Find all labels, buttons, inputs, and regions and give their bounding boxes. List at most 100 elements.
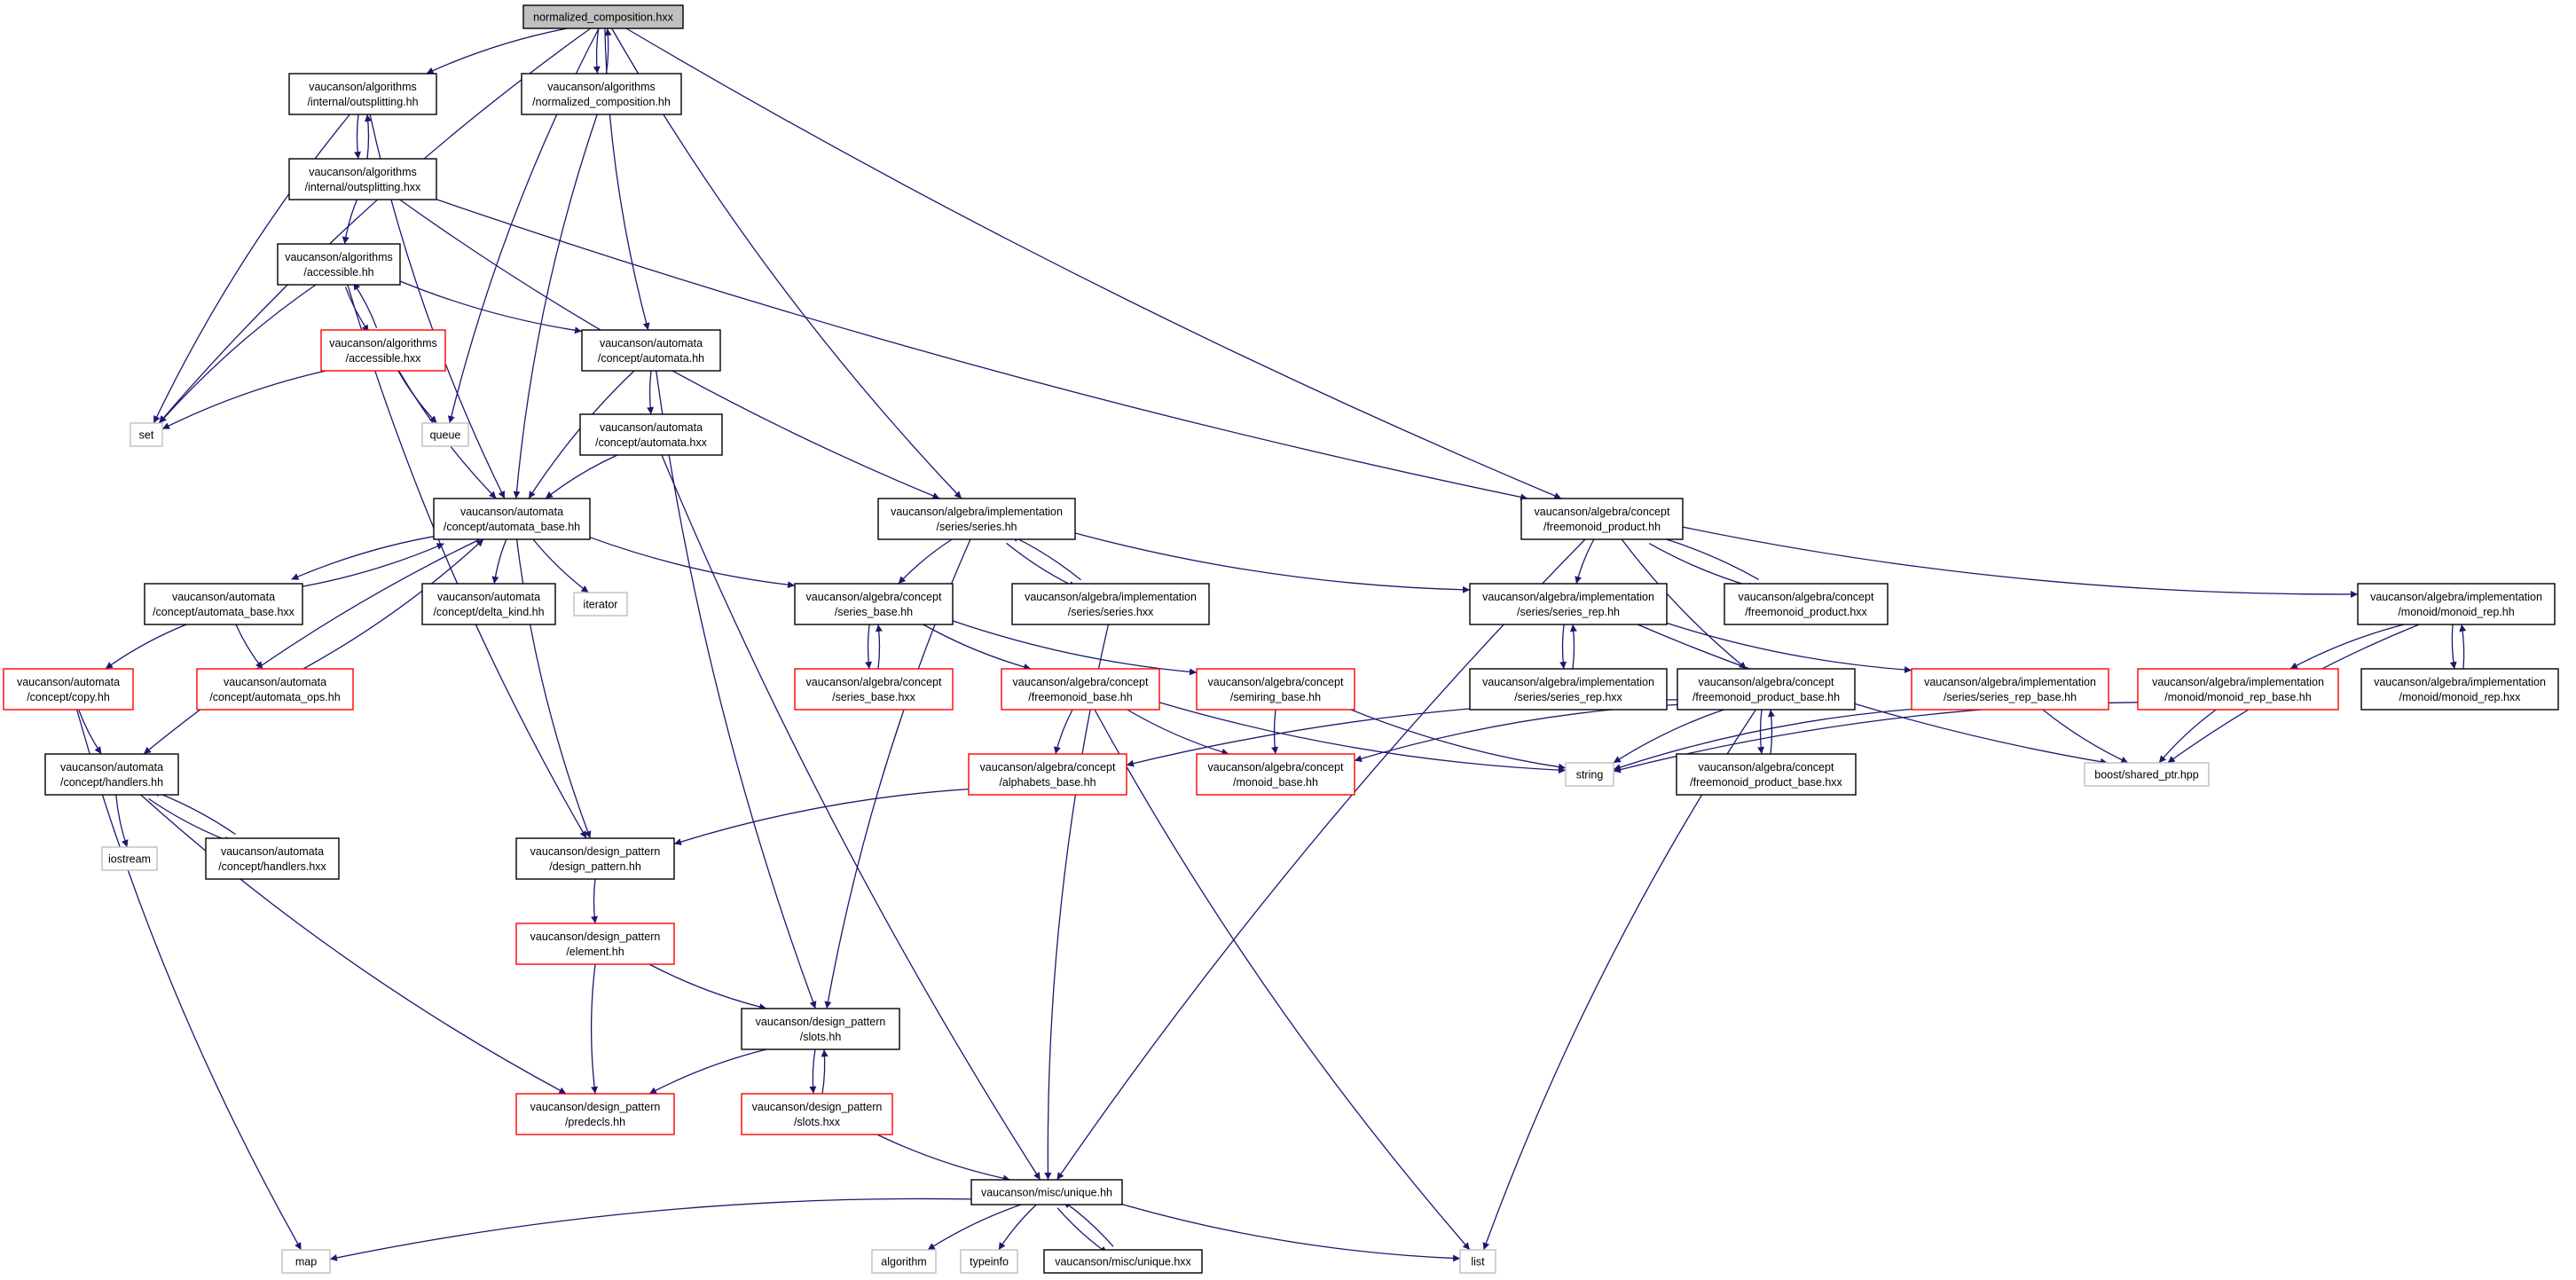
node-series-hh[interactable]: vaucanson/algebra/implementation/series/… <box>877 498 1076 540</box>
node-label: iterator <box>584 599 618 611</box>
node-access-hxx[interactable]: vaucanson/algorithms/accessible.hxx <box>320 329 446 372</box>
node-monoid-base-hh[interactable]: vaucanson/algebra/concept/monoid_base.hh <box>1196 753 1355 796</box>
edge-line <box>952 620 1198 676</box>
node-freemonoid-product-hxx[interactable]: vaucanson/algebra/concept/freemonoid_pro… <box>1724 583 1889 625</box>
node-monoid-rep-hxx[interactable]: vaucanson/algebra/implementation/monoid/… <box>2360 668 2559 711</box>
edge-line <box>2042 709 2129 764</box>
node-box <box>515 837 675 880</box>
edge-access_hh-to-set <box>159 284 317 424</box>
node-map[interactable]: map <box>281 1249 331 1274</box>
node-iterator[interactable]: iterator <box>573 592 628 616</box>
node-handlers-hxx[interactable]: vaucanson/automata/concept/handlers.hxx <box>205 837 340 880</box>
node-freemonoid-base-hh[interactable]: vaucanson/algebra/concept/freemonoid_bas… <box>1001 668 1160 711</box>
edge-line <box>1271 709 1279 755</box>
node-outsplit-hh[interactable]: vaucanson/algorithms/internal/outsplitti… <box>288 73 437 115</box>
node-label: vaucanson/automata <box>600 421 703 434</box>
edge-semiring_base_hh-to-monoid_base_hh <box>1271 709 1279 755</box>
node-unique-hh[interactable]: vaucanson/misc/unique.hh <box>970 1179 1123 1205</box>
node-access-hh[interactable]: vaucanson/algorithms/accessible.hh <box>277 243 401 286</box>
edge-line <box>2158 709 2217 764</box>
node-slots-hxx[interactable]: vaucanson/design_pattern/slots.hxx <box>741 1093 893 1135</box>
node-label: /slots.hh <box>800 1031 842 1043</box>
node-series-rep-base-hh[interactable]: vaucanson/algebra/implementation/series/… <box>1911 668 2109 711</box>
edge-line <box>344 287 370 333</box>
node-set[interactable]: set <box>130 422 163 447</box>
node-box <box>581 329 721 372</box>
node-root[interactable]: normalized_composition.hxx <box>522 4 684 29</box>
node-normcomp-hh[interactable]: vaucanson/algorithms/normalized_composit… <box>521 73 682 115</box>
node-automata-hh[interactable]: vaucanson/automata/concept/automata.hh <box>581 329 721 372</box>
edge-automata_base_hxx-to-copy_hh <box>105 624 187 670</box>
node-delta-kind-hh[interactable]: vaucanson/automata/concept/delta_kind.hh <box>421 583 556 625</box>
node-label: boost/shared_ptr.hpp <box>2094 769 2198 781</box>
node-box <box>1565 762 1614 787</box>
node-label: /monoid/monoid_rep.hxx <box>2399 691 2522 703</box>
edges-layer <box>75 27 2467 1262</box>
node-label: algorithm <box>881 1256 926 1268</box>
edge-freemonoid_base_hh-to-alphabets_base_hh <box>1053 709 1073 755</box>
node-list[interactable]: list <box>1459 1249 1496 1274</box>
node-label: normalized_composition.hxx <box>533 12 673 24</box>
edge-access_hxx-to-access_hh <box>352 282 378 328</box>
node-series-base-hxx[interactable]: vaucanson/algebra/concept/series_base.hx… <box>794 668 954 711</box>
edge-line <box>1637 624 2109 766</box>
node-monoid-rep-hh[interactable]: vaucanson/algebra/implementation/monoid/… <box>2357 583 2556 625</box>
edge-series_hxx-to-series_hh <box>1010 535 1081 581</box>
edge-root-to-normcomp_hh <box>593 27 601 74</box>
node-box <box>1724 583 1889 625</box>
edge-series_rep_hh-to-series_rep_base_hh <box>1666 622 1912 674</box>
node-label: /accessible.hh <box>303 266 373 279</box>
node-predecls-hh[interactable]: vaucanson/design_pattern/predecls.hh <box>515 1093 675 1135</box>
node-series-base-hh[interactable]: vaucanson/algebra/concept/series_base.hh <box>794 583 954 625</box>
node-label: /freemonoid_product.hxx <box>1745 606 1867 618</box>
node-box <box>1459 1249 1496 1274</box>
node-freemonoid-product-base-hxx[interactable]: vaucanson/algebra/concept/freemonoid_pro… <box>1676 753 1857 796</box>
edge-automata_ops_hh-to-automata_base_hh <box>302 538 484 670</box>
node-automata-base-hxx[interactable]: vaucanson/automata/concept/automata_base… <box>144 583 303 625</box>
node-typeinfo[interactable]: typeinfo <box>960 1249 1018 1274</box>
node-label: vaucanson/design_pattern <box>752 1101 883 1113</box>
node-semiring-base-hh[interactable]: vaucanson/algebra/concept/semiring_base.… <box>1196 668 1355 711</box>
edge-series_base_hh-to-semiring_base_hh <box>952 620 1198 676</box>
node-label: /monoid_base.hh <box>1233 776 1318 789</box>
edge-outsplit_hh-to-set <box>153 114 350 424</box>
node-alphabets-base-hh[interactable]: vaucanson/algebra/concept/alphabets_base… <box>968 753 1127 796</box>
node-label: /series_base.hxx <box>832 691 916 703</box>
node-string[interactable]: string <box>1565 762 1614 787</box>
node-unique-hxx[interactable]: vaucanson/misc/unique.hxx <box>1043 1249 1203 1274</box>
node-label: /concept/automata_base.hh <box>444 521 580 533</box>
node-design-pattern-hh[interactable]: vaucanson/design_pattern/design_pattern.… <box>515 837 675 880</box>
node-box <box>2137 668 2339 711</box>
edge-freemonoid_product_base_hh-to-monoid_base_hh <box>1354 703 1678 763</box>
node-freemonoid-product-hh[interactable]: vaucanson/algebra/concept/freemonoid_pro… <box>1520 498 1684 540</box>
node-box <box>2357 583 2556 625</box>
node-outsplit-hxx[interactable]: vaucanson/algorithms/internal/outsplitti… <box>288 158 437 200</box>
node-label: /series/series_rep.hxx <box>1514 691 1622 703</box>
node-slots-hh[interactable]: vaucanson/design_pattern/slots.hh <box>741 1008 900 1050</box>
edge-line <box>1613 709 1724 764</box>
node-handlers-hh[interactable]: vaucanson/automata/concept/handlers.hh <box>44 753 179 796</box>
edge-freemonoid_product_base_hxx-to-freemonoid_product_base_hh <box>1767 709 1775 755</box>
edge-automata_hh-to-automata_hxx <box>647 370 655 415</box>
node-automata-base-hh[interactable]: vaucanson/automata/concept/automata_base… <box>433 498 591 540</box>
node-series-rep-hxx[interactable]: vaucanson/algebra/implementation/series/… <box>1469 668 1668 711</box>
node-label: vaucanson/algebra/implementation <box>1482 591 1654 603</box>
node-iostream[interactable]: iostream <box>101 846 158 871</box>
node-element-hh[interactable]: vaucanson/design_pattern/element.hh <box>515 923 675 965</box>
node-copy-hh[interactable]: vaucanson/automata/concept/copy.hh <box>3 668 134 711</box>
node-automata-ops-hh[interactable]: vaucanson/automata/concept/automata_ops.… <box>196 668 354 711</box>
node-series-hxx[interactable]: vaucanson/algebra/implementation/series/… <box>1011 583 1210 625</box>
edge-unique_hh-to-unique_hxx <box>1056 1207 1108 1254</box>
node-label: /concept/copy.hh <box>27 691 110 703</box>
node-label: queue <box>430 429 461 442</box>
edge-line <box>647 370 655 415</box>
node-queue[interactable]: queue <box>421 422 469 447</box>
node-series-rep-hh[interactable]: vaucanson/algebra/implementation/series/… <box>1469 583 1668 625</box>
node-monoid-rep-base-hh[interactable]: vaucanson/algebra/implementation/monoid/… <box>2137 668 2339 711</box>
node-automata-hxx[interactable]: vaucanson/automata/concept/automata.hxx <box>579 413 723 456</box>
node-freemonoid-product-base-hh[interactable]: vaucanson/algebra/concept/freemonoid_pro… <box>1677 668 1856 711</box>
node-shared-ptr[interactable]: boost/shared_ptr.hpp <box>2084 762 2210 787</box>
node-label: vaucanson/algebra/implementation <box>1924 676 2096 688</box>
node-algorithm[interactable]: algorithm <box>871 1249 937 1274</box>
edge-root-to-freemonoid_product_hh <box>625 27 1562 499</box>
